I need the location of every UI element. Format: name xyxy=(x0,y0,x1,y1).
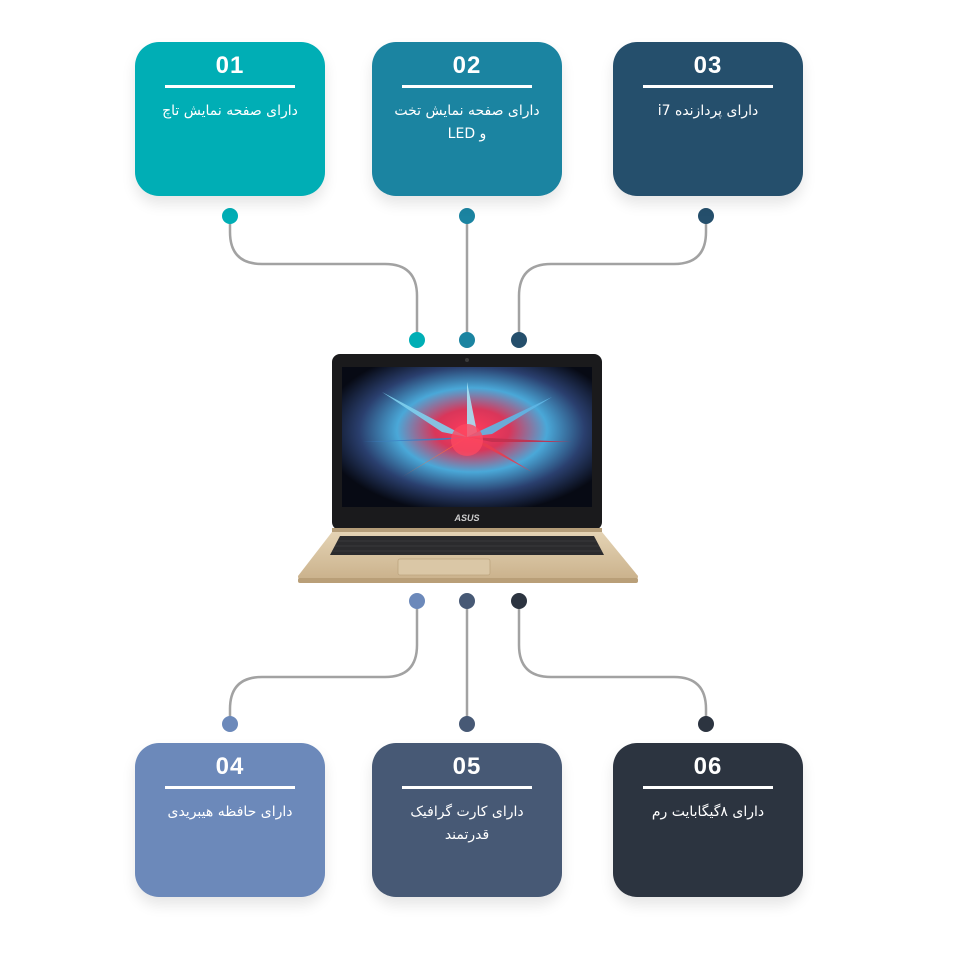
connector-dot-04-bottom xyxy=(222,716,238,732)
connector-dot-03-top xyxy=(698,208,714,224)
feature-number: 03 xyxy=(693,52,723,79)
feature-text: دارای حافظه هیبریدی xyxy=(167,804,293,820)
feature-card-03: 03 دارای پردازنده i7 xyxy=(613,42,803,196)
connector-dot-02-top xyxy=(459,208,475,224)
laptop-front-edge xyxy=(298,578,638,583)
feature-text: دارای ۸گیگابایت رم xyxy=(651,804,765,820)
laptop-image: ASUS xyxy=(298,354,638,583)
connector-dot-03-laptop xyxy=(511,332,527,348)
feature-number: 06 xyxy=(693,753,723,780)
feature-text: دارای صفحه نمایش تاچ xyxy=(162,103,298,119)
connector-line-04 xyxy=(228,601,419,724)
connector-line-06 xyxy=(517,601,708,724)
feature-divider xyxy=(165,85,295,88)
feature-divider xyxy=(165,786,295,789)
feature-card-06: 06 دارای ۸گیگابایت رم xyxy=(613,743,803,897)
wallpaper-burst xyxy=(362,382,572,477)
connector-dot-05-laptop xyxy=(459,593,475,609)
connector-dot-05-bottom xyxy=(459,716,475,732)
feature-text: دارای پردازنده i7 xyxy=(657,103,759,119)
webcam xyxy=(465,358,469,362)
connector-dot-01-laptop xyxy=(409,332,425,348)
laptop-keyboard xyxy=(330,536,604,555)
feature-card-02: 02 دارای صفحه نمایش تخت و LED xyxy=(372,42,562,196)
connector-dot-04-laptop xyxy=(409,593,425,609)
feature-card-01: 01 دارای صفحه نمایش تاچ xyxy=(135,42,325,196)
connector-line-01 xyxy=(228,216,419,340)
laptop-brand-logo: ASUS xyxy=(453,513,479,523)
feature-divider xyxy=(402,85,532,88)
feature-text: دارای صفحه نمایش تخت و LED xyxy=(394,103,540,142)
laptop-hinge xyxy=(332,528,602,534)
connector-dot-01-top xyxy=(222,208,238,224)
keyboard-keys xyxy=(332,540,602,552)
feature-number: 01 xyxy=(215,52,245,79)
connector-dot-02-laptop xyxy=(459,332,475,348)
feature-divider xyxy=(643,85,773,88)
feature-divider xyxy=(643,786,773,789)
feature-number: 04 xyxy=(215,753,245,780)
feature-number: 05 xyxy=(452,753,482,780)
connector-line-03 xyxy=(517,216,708,340)
feature-card-05: 05 دارای کارت گرافیک قدرتمند xyxy=(372,743,562,897)
feature-text: دارای کارت گرافیک قدرتمند xyxy=(410,804,524,843)
feature-card-04: 04 دارای حافظه هیبریدی xyxy=(135,743,325,897)
connector-dot-06-bottom xyxy=(698,716,714,732)
feature-number: 02 xyxy=(452,52,482,79)
connector-dot-06-laptop xyxy=(511,593,527,609)
feature-divider xyxy=(402,786,532,789)
laptop-touchpad xyxy=(397,558,491,576)
